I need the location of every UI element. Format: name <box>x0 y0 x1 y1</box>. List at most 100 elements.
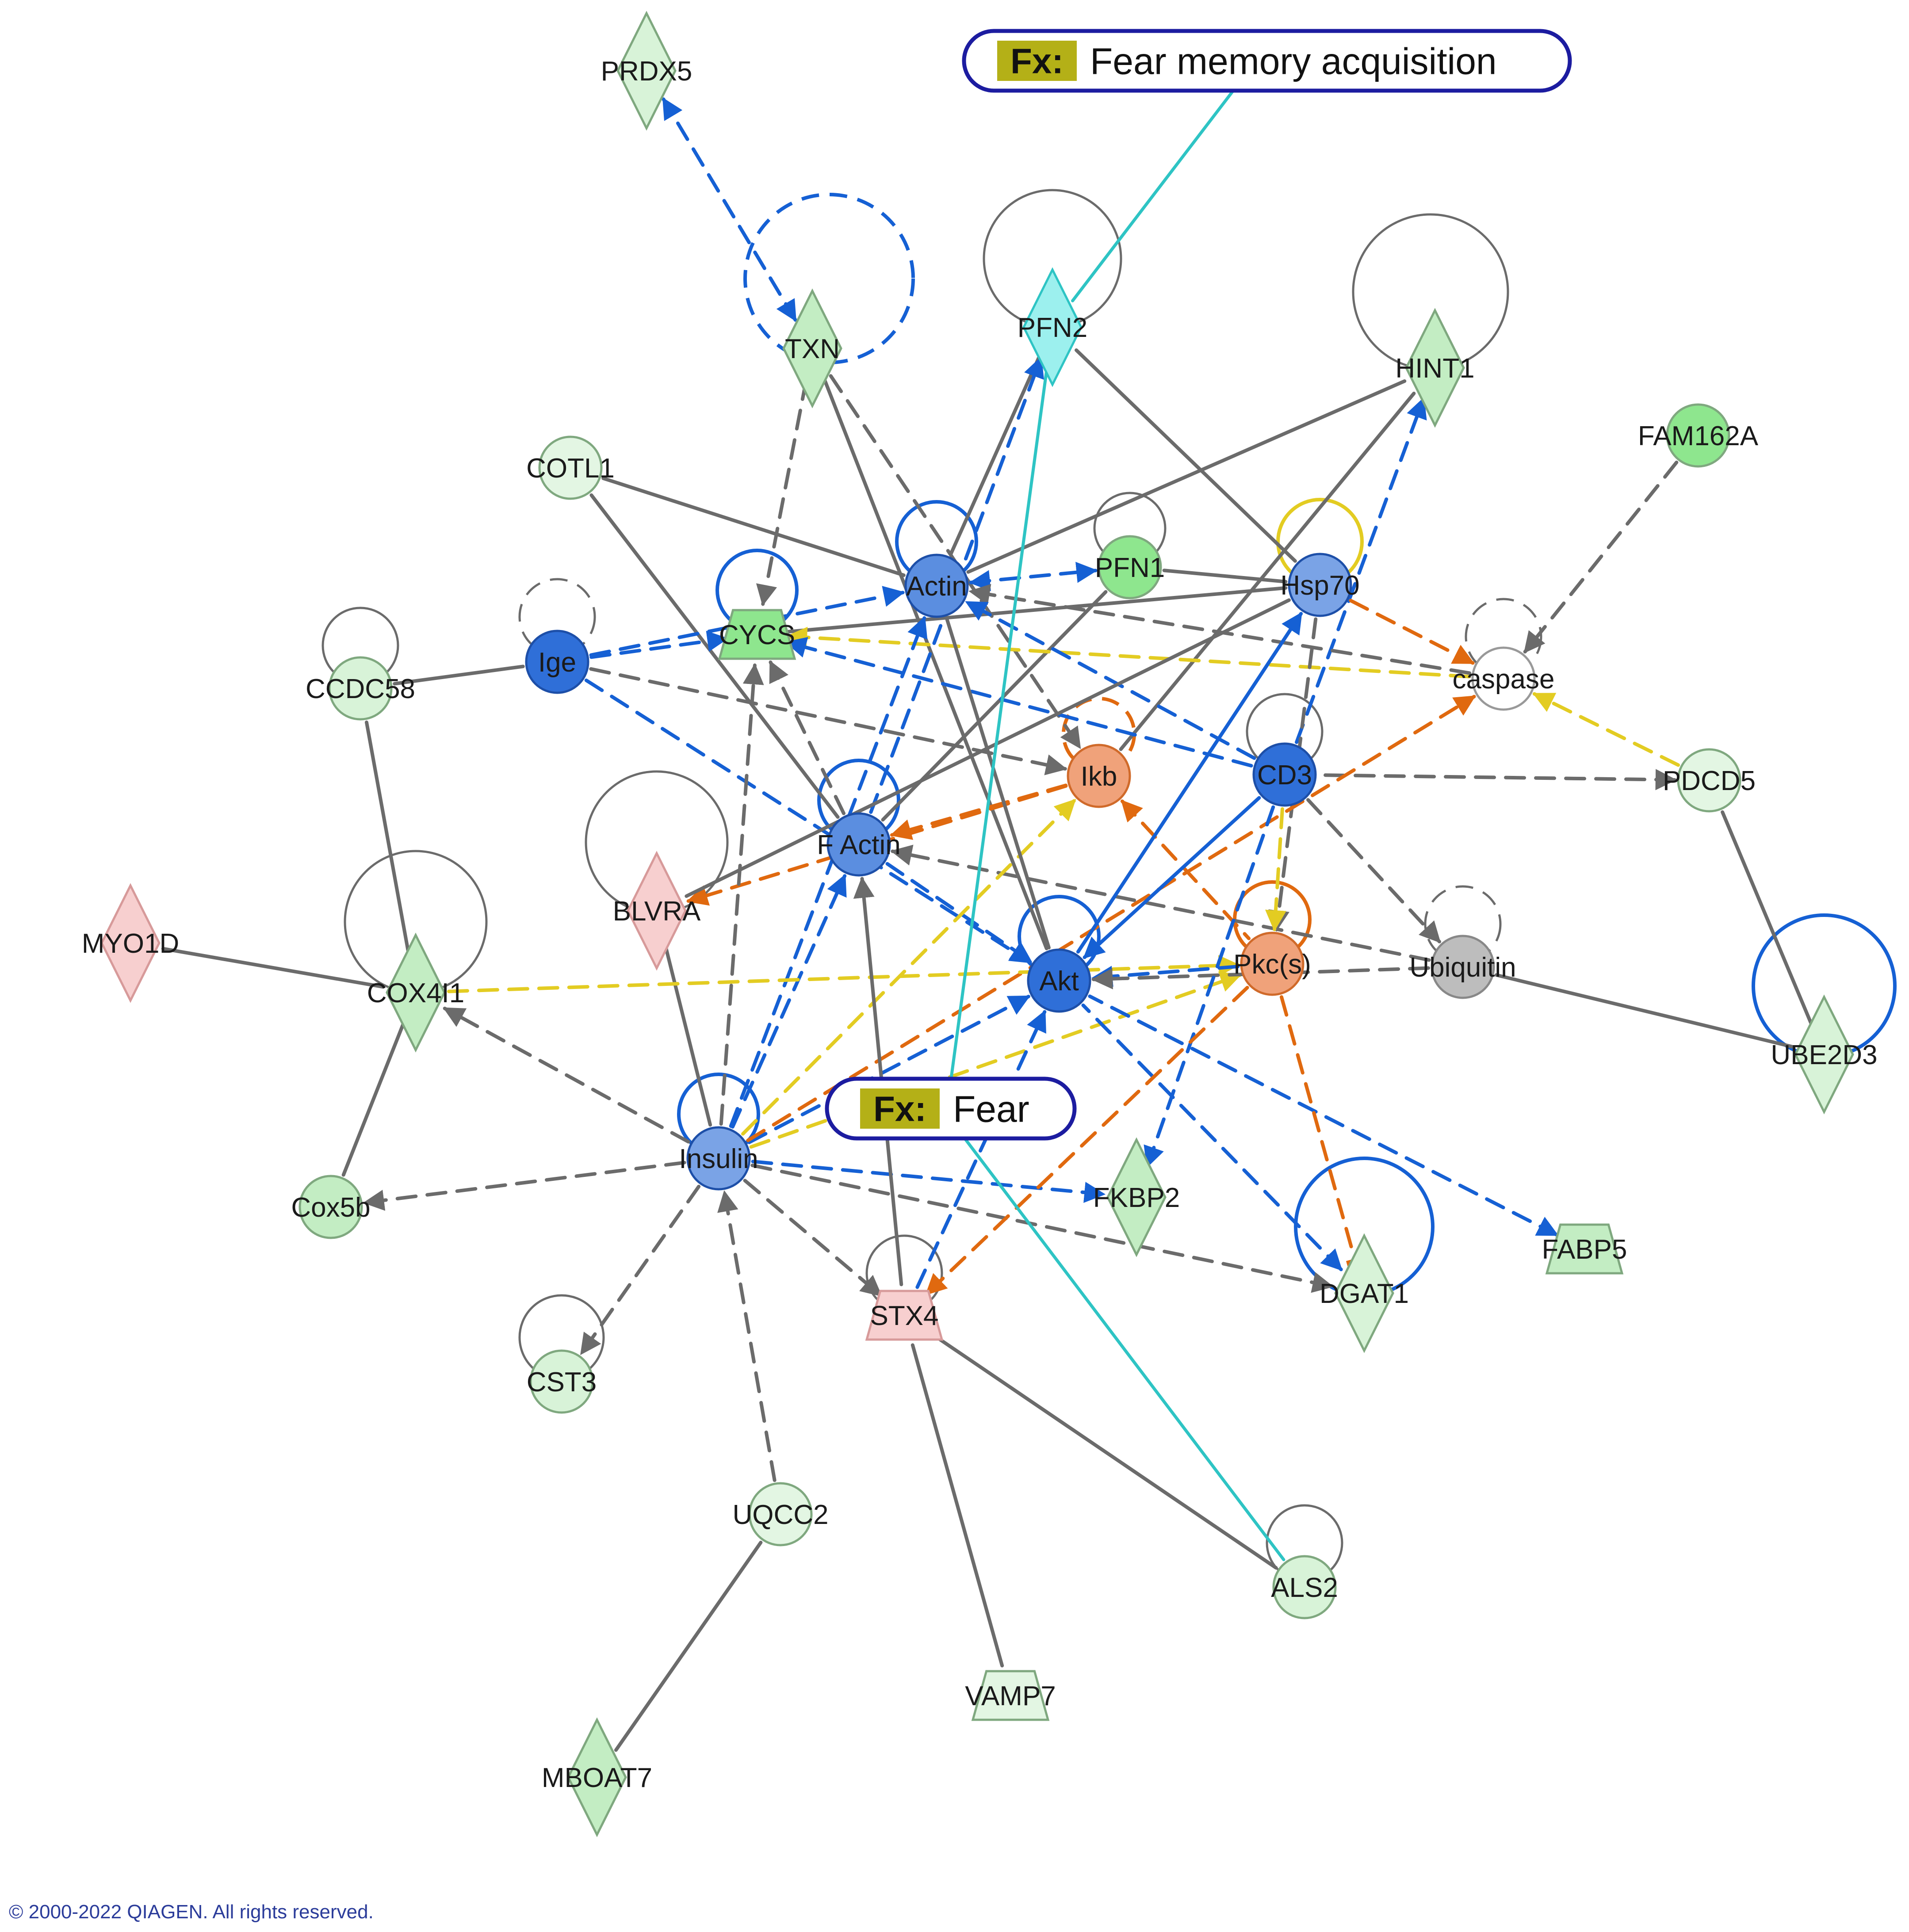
edge-Insulin-FActin <box>731 874 847 1129</box>
edge-CD3-CYCS <box>785 637 1253 767</box>
node-Hsp70[interactable]: Hsp70 <box>1280 553 1360 617</box>
node-Ige[interactable]: Ige <box>525 630 589 694</box>
node-CCDC58[interactable]: CCDC58 <box>306 656 415 721</box>
edge-PFN2-Hsp70 <box>1075 348 1297 563</box>
function-box-border <box>962 29 1572 93</box>
node-Akt[interactable]: Akt <box>1027 948 1091 1013</box>
function-box-FxFear[interactable]: Fx:Fear <box>825 1077 1077 1141</box>
copyright-notice: © 2000-2022 QIAGEN. All rights reserved. <box>9 1901 374 1923</box>
node-label-VAMP7: VAMP7 <box>965 1681 1056 1711</box>
node-label-BLVRA: BLVRA <box>613 896 701 927</box>
node-Ubiquitin[interactable]: Ubiquitin <box>1409 935 1516 999</box>
node-FActin[interactable]: F Actin <box>817 812 901 877</box>
node-shape-Actin <box>904 554 969 618</box>
node-CYCS[interactable]: CYCS <box>718 609 796 660</box>
node-FABP5[interactable]: FABP5 <box>1542 1223 1627 1275</box>
function-tag-badge <box>860 1088 940 1129</box>
node-Cox5b[interactable]: Cox5b <box>291 1175 371 1239</box>
node-shape-UBE2D3 <box>1794 994 1854 1115</box>
node-FAM162A[interactable]: FAM162A <box>1638 403 1759 468</box>
edge-PDCD5-caspase <box>1532 692 1680 767</box>
edge-COTL1-Actin <box>601 476 906 577</box>
edge-PDCD5-UBE2D3 <box>1721 810 1813 1026</box>
node-shape-FAM162A <box>1666 403 1730 468</box>
node-BLVRA[interactable]: BLVRA <box>613 851 701 971</box>
node-label-STX4: STX4 <box>870 1301 938 1331</box>
edge-CD3-Pkcs <box>1265 807 1286 932</box>
node-shape-FKBP2 <box>1106 1137 1167 1257</box>
node-label-ALS2: ALS2 <box>1271 1573 1338 1603</box>
edge-Ubiquitin-UBE2D3 <box>1494 973 1794 1049</box>
function-label: Fear <box>953 1088 1029 1130</box>
edge-caspase-CYCS <box>786 626 1471 679</box>
node-label-PDCD5: PDCD5 <box>1663 766 1756 796</box>
node-label-CCDC58: CCDC58 <box>306 674 415 704</box>
edge-FxFear-ALS2 <box>945 1112 1285 1562</box>
node-label-UQCC2: UQCC2 <box>732 1500 828 1530</box>
edge-COTL1-FActin <box>589 493 840 819</box>
node-label-Akt: Akt <box>1039 966 1079 997</box>
node-shape-CYCS <box>718 609 796 660</box>
edge-Akt-CD3 <box>1083 796 1261 959</box>
node-shape-UQCC2 <box>748 1482 813 1546</box>
edge-COX4I1-Pkcs <box>447 955 1240 993</box>
node-MYO1D[interactable]: MYO1D <box>82 883 179 1003</box>
node-Insulin[interactable]: Insulin <box>679 1126 758 1191</box>
node-CD3[interactable]: CD3 <box>1252 742 1317 807</box>
node-CST3[interactable]: CST3 <box>527 1349 597 1414</box>
node-VAMP7[interactable]: VAMP7 <box>965 1670 1056 1721</box>
node-caspase[interactable]: caspase <box>1453 646 1555 711</box>
function-tag-badge <box>997 41 1077 81</box>
node-label-CD3: CD3 <box>1257 760 1312 790</box>
node-label-CST3: CST3 <box>527 1367 597 1397</box>
node-DGAT1[interactable]: DGAT1 <box>1320 1233 1409 1353</box>
node-shape-Ikb <box>1067 744 1131 808</box>
edge-FActin-CYCS <box>769 660 846 815</box>
edge-HINT1-Actin <box>966 379 1407 574</box>
node-shape-PFN2 <box>1022 267 1083 387</box>
node-label-Ikb: Ikb <box>1081 761 1117 792</box>
node-label-MYO1D: MYO1D <box>82 928 179 959</box>
edge-FxFear-PFN2 <box>945 358 1050 1116</box>
node-PDCD5[interactable]: PDCD5 <box>1663 748 1756 813</box>
node-label-PFN2: PFN2 <box>1018 313 1087 343</box>
node-Ikb[interactable]: Ikb <box>1067 744 1131 808</box>
edge-Ubiquitin-FActin <box>890 844 1431 962</box>
node-UQCC2[interactable]: UQCC2 <box>732 1482 829 1546</box>
node-label-FActin: F Actin <box>817 830 901 860</box>
node-label-COX4I1: COX4I1 <box>367 978 465 1008</box>
node-FKBP2[interactable]: FKBP2 <box>1093 1137 1180 1257</box>
node-label-Insulin: Insulin <box>679 1144 758 1174</box>
node-shape-caspase <box>1471 646 1536 711</box>
node-label-Cox5b: Cox5b <box>291 1192 370 1223</box>
edge-Actin-PFN1 <box>968 561 1098 592</box>
node-PFN2[interactable]: PFN2 <box>1018 267 1087 387</box>
node-MBOAT7[interactable]: MBOAT7 <box>542 1717 652 1837</box>
node-shape-CST3 <box>529 1349 594 1414</box>
edge-FAM162A-caspase <box>1523 460 1679 654</box>
node-label-FABP5: FABP5 <box>1542 1234 1627 1265</box>
edge-CCDC58-COX4I1 <box>364 720 412 962</box>
node-UBE2D3[interactable]: UBE2D3 <box>1771 994 1878 1115</box>
node-PRDX5[interactable]: PRDX5 <box>601 11 692 131</box>
node-shape-FABP5 <box>1545 1223 1624 1275</box>
node-ALS2[interactable]: ALS2 <box>1271 1555 1338 1619</box>
edge-Akt-Hsp70 <box>1076 612 1303 954</box>
node-Actin[interactable]: Actin <box>904 554 969 618</box>
edge-UQCC2-MBOAT7 <box>614 1540 763 1752</box>
node-label-DGAT1: DGAT1 <box>1320 1279 1409 1309</box>
node-label-CYCS: CYCS <box>719 620 795 650</box>
edge-STX4-ALS2 <box>928 1331 1278 1570</box>
node-shape-COTL1 <box>538 435 603 500</box>
node-HINT1[interactable]: HINT1 <box>1395 308 1475 428</box>
function-box-FxMem[interactable]: Fx:Fear memory acquisition <box>962 29 1572 93</box>
node-label-Ubiquitin: Ubiquitin <box>1409 952 1516 983</box>
node-STX4[interactable]: STX4 <box>865 1290 944 1341</box>
node-PFN1[interactable]: PFN1 <box>1095 535 1165 599</box>
node-TXN[interactable]: TXN <box>782 288 842 409</box>
node-COTL1[interactable]: COTL1 <box>526 435 615 500</box>
edge-Insulin-caspase <box>746 695 1476 1142</box>
node-COX4I1[interactable]: COX4I1 <box>367 932 465 1053</box>
node-Pkcs[interactable]: Pkc(s) <box>1233 932 1311 996</box>
edge-PFN1-Hsp70 <box>1162 569 1288 584</box>
